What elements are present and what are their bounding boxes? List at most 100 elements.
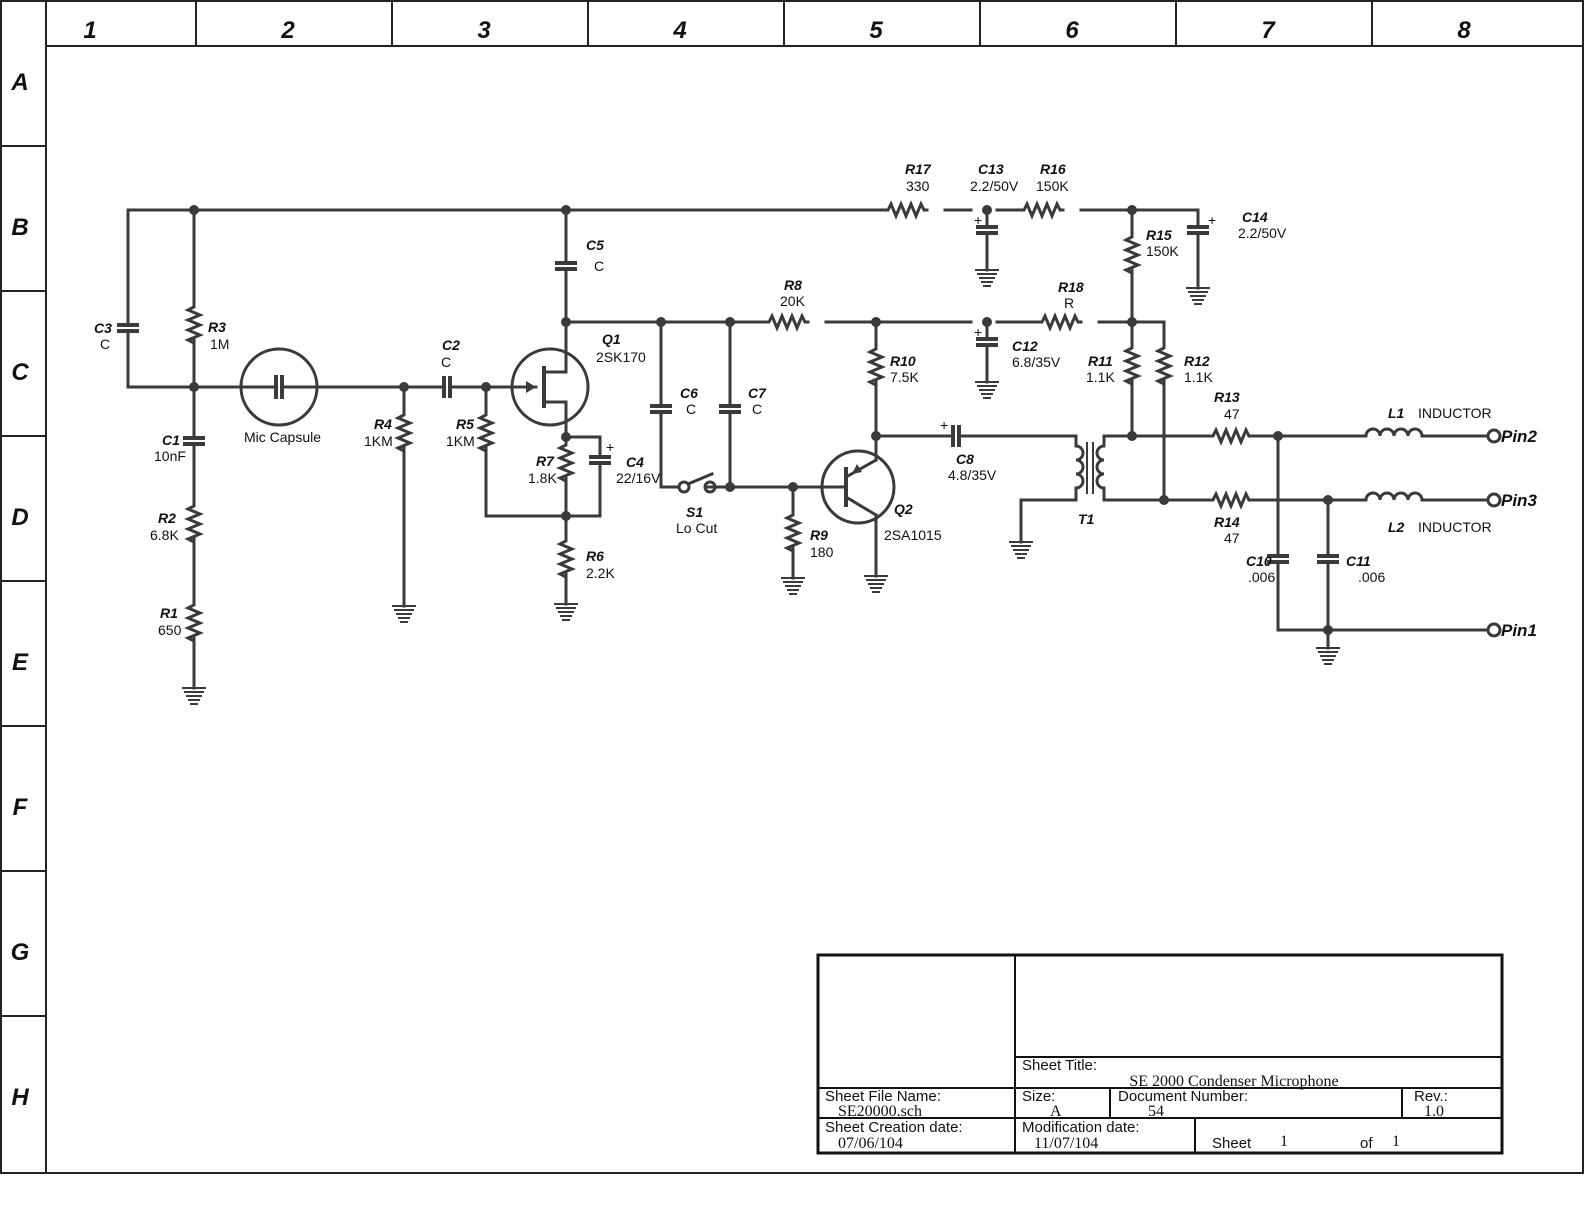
r17-value: 330 <box>906 178 930 194</box>
row-label: E <box>12 649 29 676</box>
c7-value: C <box>752 401 762 417</box>
s1-ref: S1 <box>686 504 703 520</box>
r2-value: 6.8K <box>150 527 179 543</box>
row-label: C <box>11 359 29 386</box>
column-label: 8 <box>1457 17 1471 44</box>
r11-ref: R11 <box>1088 353 1113 369</box>
c13-ref: C13 <box>978 161 1004 177</box>
l2-value: INDUCTOR <box>1418 519 1492 535</box>
c8-plus: + <box>940 417 948 433</box>
c12-plus: + <box>974 324 982 340</box>
rev-value: 1.0 <box>1424 1103 1444 1120</box>
pin2-label: Pin2 <box>1501 427 1537 446</box>
q1-value: 2SK170 <box>596 349 646 365</box>
row-label: F <box>13 794 29 821</box>
switch-s1: S1 Lo Cut <box>676 472 717 536</box>
q2-ref: Q2 <box>894 501 913 517</box>
capacitor-c6: C6C <box>648 385 698 417</box>
c12-value: 6.8/35V <box>1012 354 1061 370</box>
pin3-label: Pin3 <box>1501 491 1537 510</box>
c2-value: C <box>441 354 451 370</box>
r10-value: 7.5K <box>890 369 919 385</box>
c1-value: 10nF <box>154 448 186 464</box>
column-label: 4 <box>672 17 686 44</box>
creation-date: 07/06/104 <box>838 1135 903 1152</box>
r1-ref: R1 <box>160 605 178 621</box>
c6-ref: C6 <box>680 385 698 401</box>
inductor-l2: L2 INDUCTOR <box>1364 491 1492 535</box>
file-name-label: Sheet File Name: <box>825 1088 941 1105</box>
sheet-label: Sheet <box>1212 1135 1252 1152</box>
r8-ref: R8 <box>784 277 802 293</box>
c4-plus: + <box>606 439 614 455</box>
column-label: 5 <box>869 17 883 44</box>
row-label: H <box>11 1084 29 1111</box>
zone-labels: 1 2 3 4 5 6 7 8 A B C D E F G H <box>10 17 1471 1111</box>
column-label: 6 <box>1065 17 1079 44</box>
q2-value: 2SA1015 <box>884 527 942 543</box>
r6-value: 2.2K <box>586 565 615 581</box>
column-label: 2 <box>280 17 295 44</box>
capacitor-c3: C3C <box>94 320 141 352</box>
wires <box>126 208 1490 682</box>
s1-value: Lo Cut <box>676 520 717 536</box>
c5-value: C <box>594 258 604 274</box>
capacitor-c5: C5C <box>553 237 604 274</box>
transformer-t1: T1 <box>1074 442 1106 527</box>
c8-value: 4.8/35V <box>948 467 997 483</box>
r15-ref: R15 <box>1146 227 1172 243</box>
r6-ref: R6 <box>586 548 604 564</box>
output-pin-1: Pin1 <box>1486 621 1537 640</box>
r9-ref: R9 <box>810 527 828 543</box>
c2-ref: C2 <box>442 337 460 353</box>
r5-ref: R5 <box>456 416 474 432</box>
r9-value: 180 <box>810 544 834 560</box>
jfet-q1: Q1 2SK170 <box>510 331 646 427</box>
rev-label: Rev.: <box>1414 1088 1448 1105</box>
q1-ref: Q1 <box>602 331 621 347</box>
r7-value: 1.8K <box>528 470 557 486</box>
r3-value: 1M <box>210 336 229 352</box>
r3-ref: R3 <box>208 319 226 335</box>
r14-value: 47 <box>1224 530 1240 546</box>
t1-ref: T1 <box>1078 511 1095 527</box>
c5-ref: C5 <box>586 237 604 253</box>
file-name: SE20000.sch <box>838 1103 922 1120</box>
c6-value: C <box>686 401 696 417</box>
r12-ref: R12 <box>1184 353 1210 369</box>
c1-ref: C1 <box>162 432 180 448</box>
c11-ref: C11 <box>1346 553 1371 569</box>
row-label: A <box>10 69 28 96</box>
l1-value: INDUCTOR <box>1418 405 1492 421</box>
c14-value: 2.2/50V <box>1238 225 1287 241</box>
row-label: B <box>11 214 28 241</box>
r10-ref: R10 <box>890 353 916 369</box>
r13-ref: R13 <box>1214 389 1240 405</box>
r12-value: 1.1K <box>1184 369 1213 385</box>
title-block: Sheet Title: SE 2000 Condenser Microphon… <box>816 953 1504 1155</box>
r16-value: 150K <box>1036 178 1069 194</box>
r8-value: 20K <box>780 293 806 309</box>
l2-ref: L2 <box>1388 519 1405 535</box>
sheet-total: 1 <box>1392 1133 1400 1150</box>
c3-ref: C3 <box>94 320 112 336</box>
c11-value: .006 <box>1358 569 1385 585</box>
r17-ref: R17 <box>905 161 932 177</box>
r7-ref: R7 <box>536 453 555 469</box>
c12-ref: C12 <box>1012 338 1038 354</box>
c4-ref: C4 <box>626 454 644 470</box>
c13-plus: + <box>974 212 982 228</box>
